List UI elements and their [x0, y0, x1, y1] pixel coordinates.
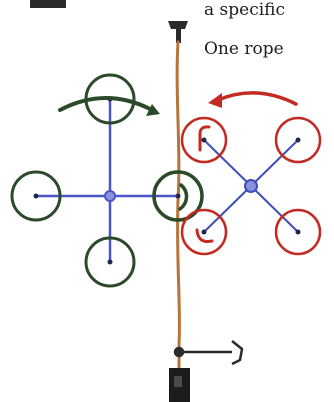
right-rig-hub — [245, 180, 257, 192]
pulley-icon — [175, 341, 242, 364]
top-hardware-block — [30, 0, 66, 8]
caption-line: One rope — [204, 41, 284, 58]
anchor-clamp-icon — [168, 21, 188, 43]
caption-line: a specific — [204, 2, 285, 19]
spin-mark — [180, 185, 187, 209]
left-rig — [12, 75, 202, 286]
curved-arrow-icon — [208, 93, 296, 108]
left-rig-hub — [105, 191, 115, 201]
right-rig — [182, 93, 320, 254]
weight-block-icon — [169, 368, 190, 402]
rope — [177, 42, 179, 368]
left-rig-rotors — [12, 75, 202, 286]
